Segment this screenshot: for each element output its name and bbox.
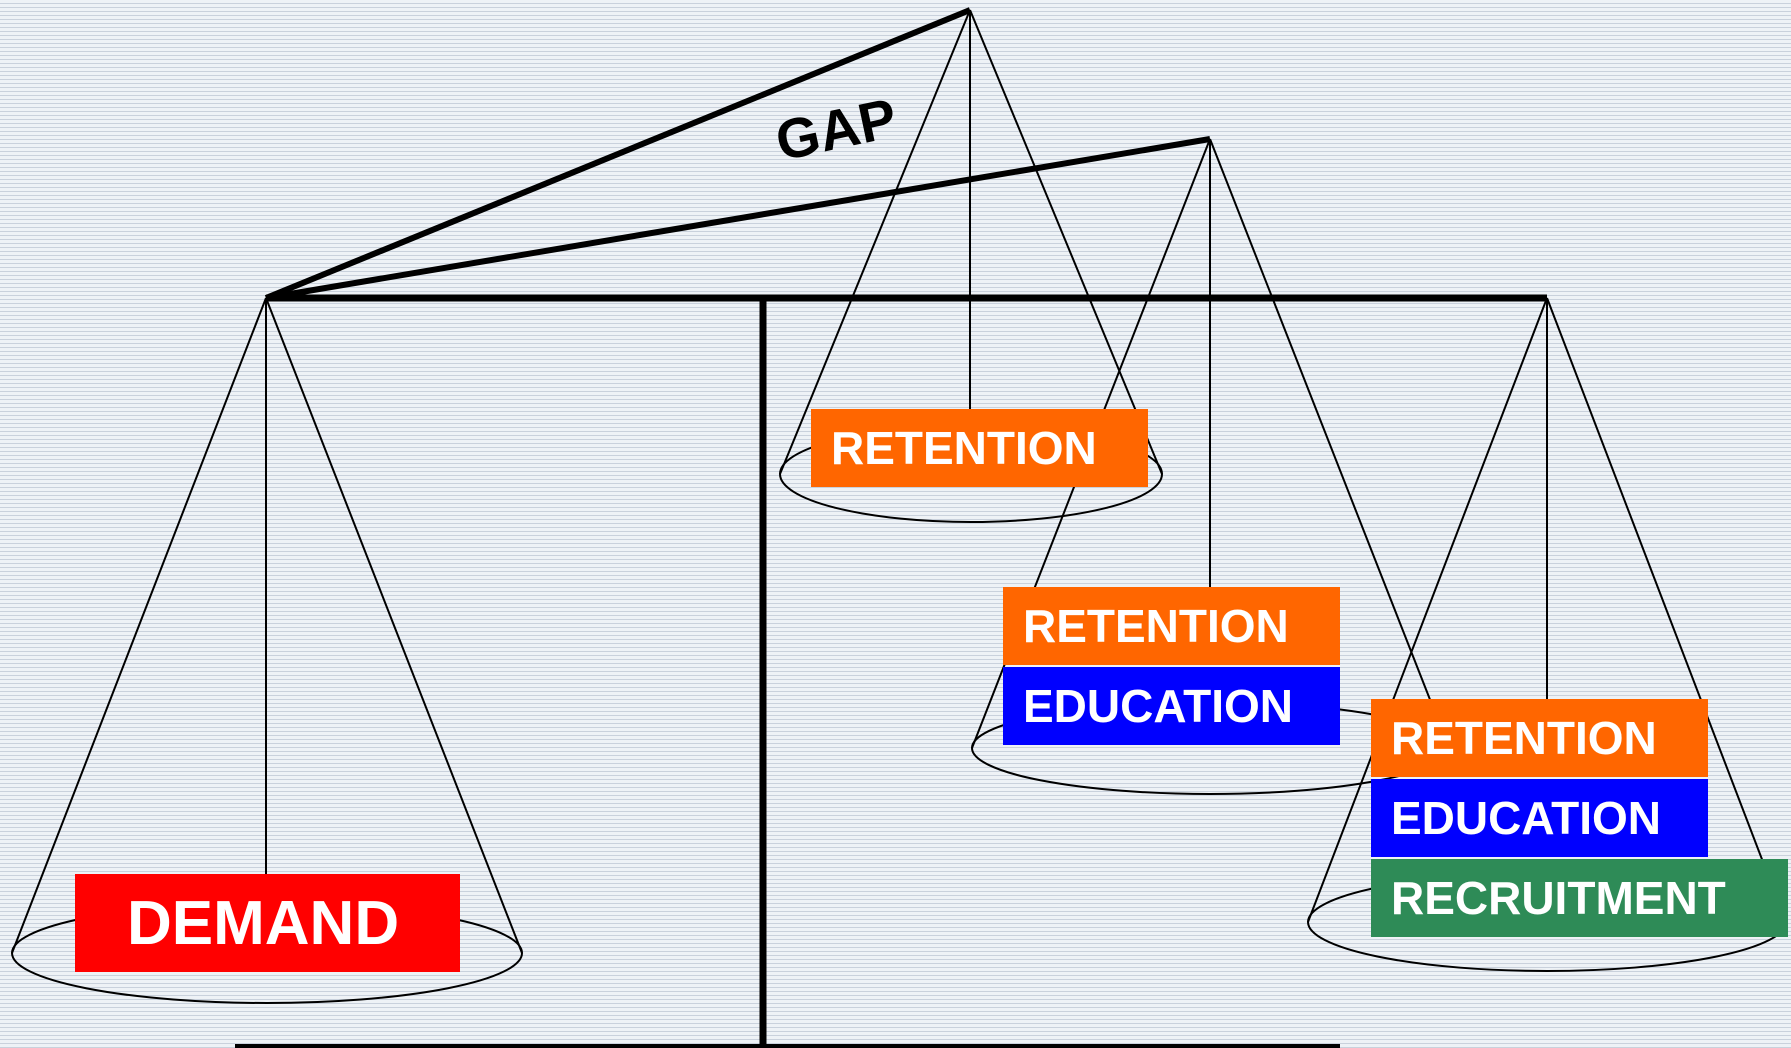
pan-1-retention-label: RETENTION bbox=[811, 409, 1148, 487]
pan-3-education-label: EDUCATION bbox=[1371, 779, 1708, 857]
pan-1-strings bbox=[779, 9, 1163, 475]
pan-2-retention-label: RETENTION bbox=[1003, 587, 1340, 665]
tilted-beam-lower bbox=[265, 136, 1211, 301]
pan-2-education-label: EDUCATION bbox=[1003, 667, 1340, 745]
left-pan-strings bbox=[11, 297, 523, 954]
demand-label: DEMAND bbox=[75, 874, 460, 972]
pan-3-retention-label: RETENTION bbox=[1371, 699, 1708, 777]
tilted-beam-upper bbox=[264, 7, 972, 301]
pan-3-recruitment-label: RECRUITMENT bbox=[1371, 859, 1788, 937]
pan-3-strings bbox=[1307, 297, 1787, 923]
